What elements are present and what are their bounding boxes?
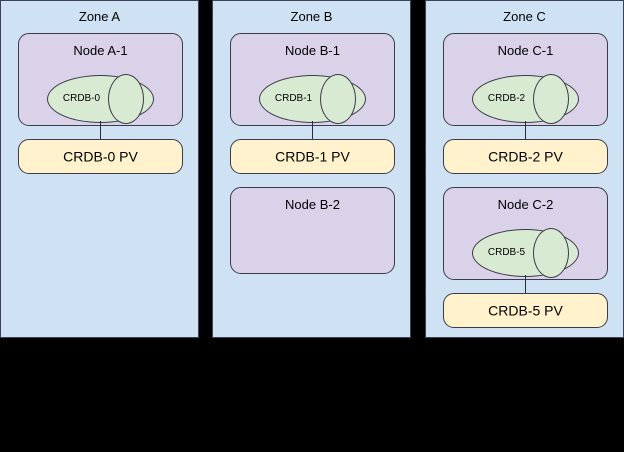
pv-box-crdb-2-pv[interactable]: CRDB-2 PV [443, 139, 608, 174]
pv-box-crdb-1-pv[interactable]: CRDB-1 PV [230, 139, 395, 174]
database-cylinder-crdb-0[interactable]: CRDB-0 [47, 74, 154, 124]
node-c-1-box[interactable]: Node C-1 CRDB-2 [443, 33, 608, 126]
connector-node-c-1-to-crdb-2-pv [525, 121, 526, 140]
node-a-1-title: Node A-1 [73, 43, 128, 58]
database-label-crdb-5: CRDB-5 [487, 247, 526, 258]
database-label-crdb-2: CRDB-2 [487, 93, 526, 104]
cylinder-cap-icon [320, 74, 356, 124]
node-c-2-box[interactable]: Node C-2 CRDB-5 [443, 187, 608, 280]
pv-label-crdb-0-pv: CRDB-0 PV [63, 148, 138, 164]
zone-a-title: Zone A [78, 9, 121, 24]
pv-label-crdb-2-pv: CRDB-2 PV [488, 148, 563, 164]
zone-a-container[interactable]: Zone A Node A-1 CRDB-0 CRDB-0 PV [0, 0, 199, 338]
zone-b-title: Zone B [290, 9, 333, 24]
database-cylinder-crdb-2[interactable]: CRDB-2 [472, 74, 579, 124]
node-b-2-title: Node B-2 [285, 197, 340, 212]
pv-label-crdb-1-pv: CRDB-1 PV [275, 148, 350, 164]
pv-box-crdb-0-pv[interactable]: CRDB-0 PV [18, 139, 183, 174]
zone-b-container[interactable]: Zone B Node B-1 CRDB-1 CRDB-1 PV Node B-… [212, 0, 411, 338]
node-b-1-box[interactable]: Node B-1 CRDB-1 [230, 33, 395, 126]
connector-node-c-2-to-crdb-5-pv [525, 275, 526, 294]
cylinder-cap-icon [108, 74, 144, 124]
node-c-2-title: Node C-2 [497, 197, 554, 212]
node-c-1-title: Node C-1 [497, 43, 554, 58]
pv-box-crdb-5-pv[interactable]: CRDB-5 PV [443, 293, 608, 328]
pv-label-crdb-5-pv: CRDB-5 PV [488, 302, 563, 318]
zone-c-container[interactable]: Zone C Node C-1 CRDB-2 CRDB-2 PV Node C-… [425, 0, 624, 338]
node-b-2-box[interactable]: Node B-2 [230, 187, 395, 274]
database-label-crdb-0: CRDB-0 [62, 93, 101, 104]
database-cylinder-crdb-5[interactable]: CRDB-5 [472, 228, 579, 278]
zone-c-title: Zone C [503, 9, 546, 24]
node-a-1-box[interactable]: Node A-1 CRDB-0 [18, 33, 183, 126]
cylinder-cap-icon [533, 228, 569, 278]
database-label-crdb-1: CRDB-1 [274, 93, 313, 104]
database-cylinder-crdb-1[interactable]: CRDB-1 [259, 74, 366, 124]
cylinder-cap-icon [533, 74, 569, 124]
connector-node-b-1-to-crdb-1-pv [312, 121, 313, 140]
connector-node-a-1-to-crdb-0-pv [100, 121, 101, 140]
node-b-1-title: Node B-1 [285, 43, 340, 58]
